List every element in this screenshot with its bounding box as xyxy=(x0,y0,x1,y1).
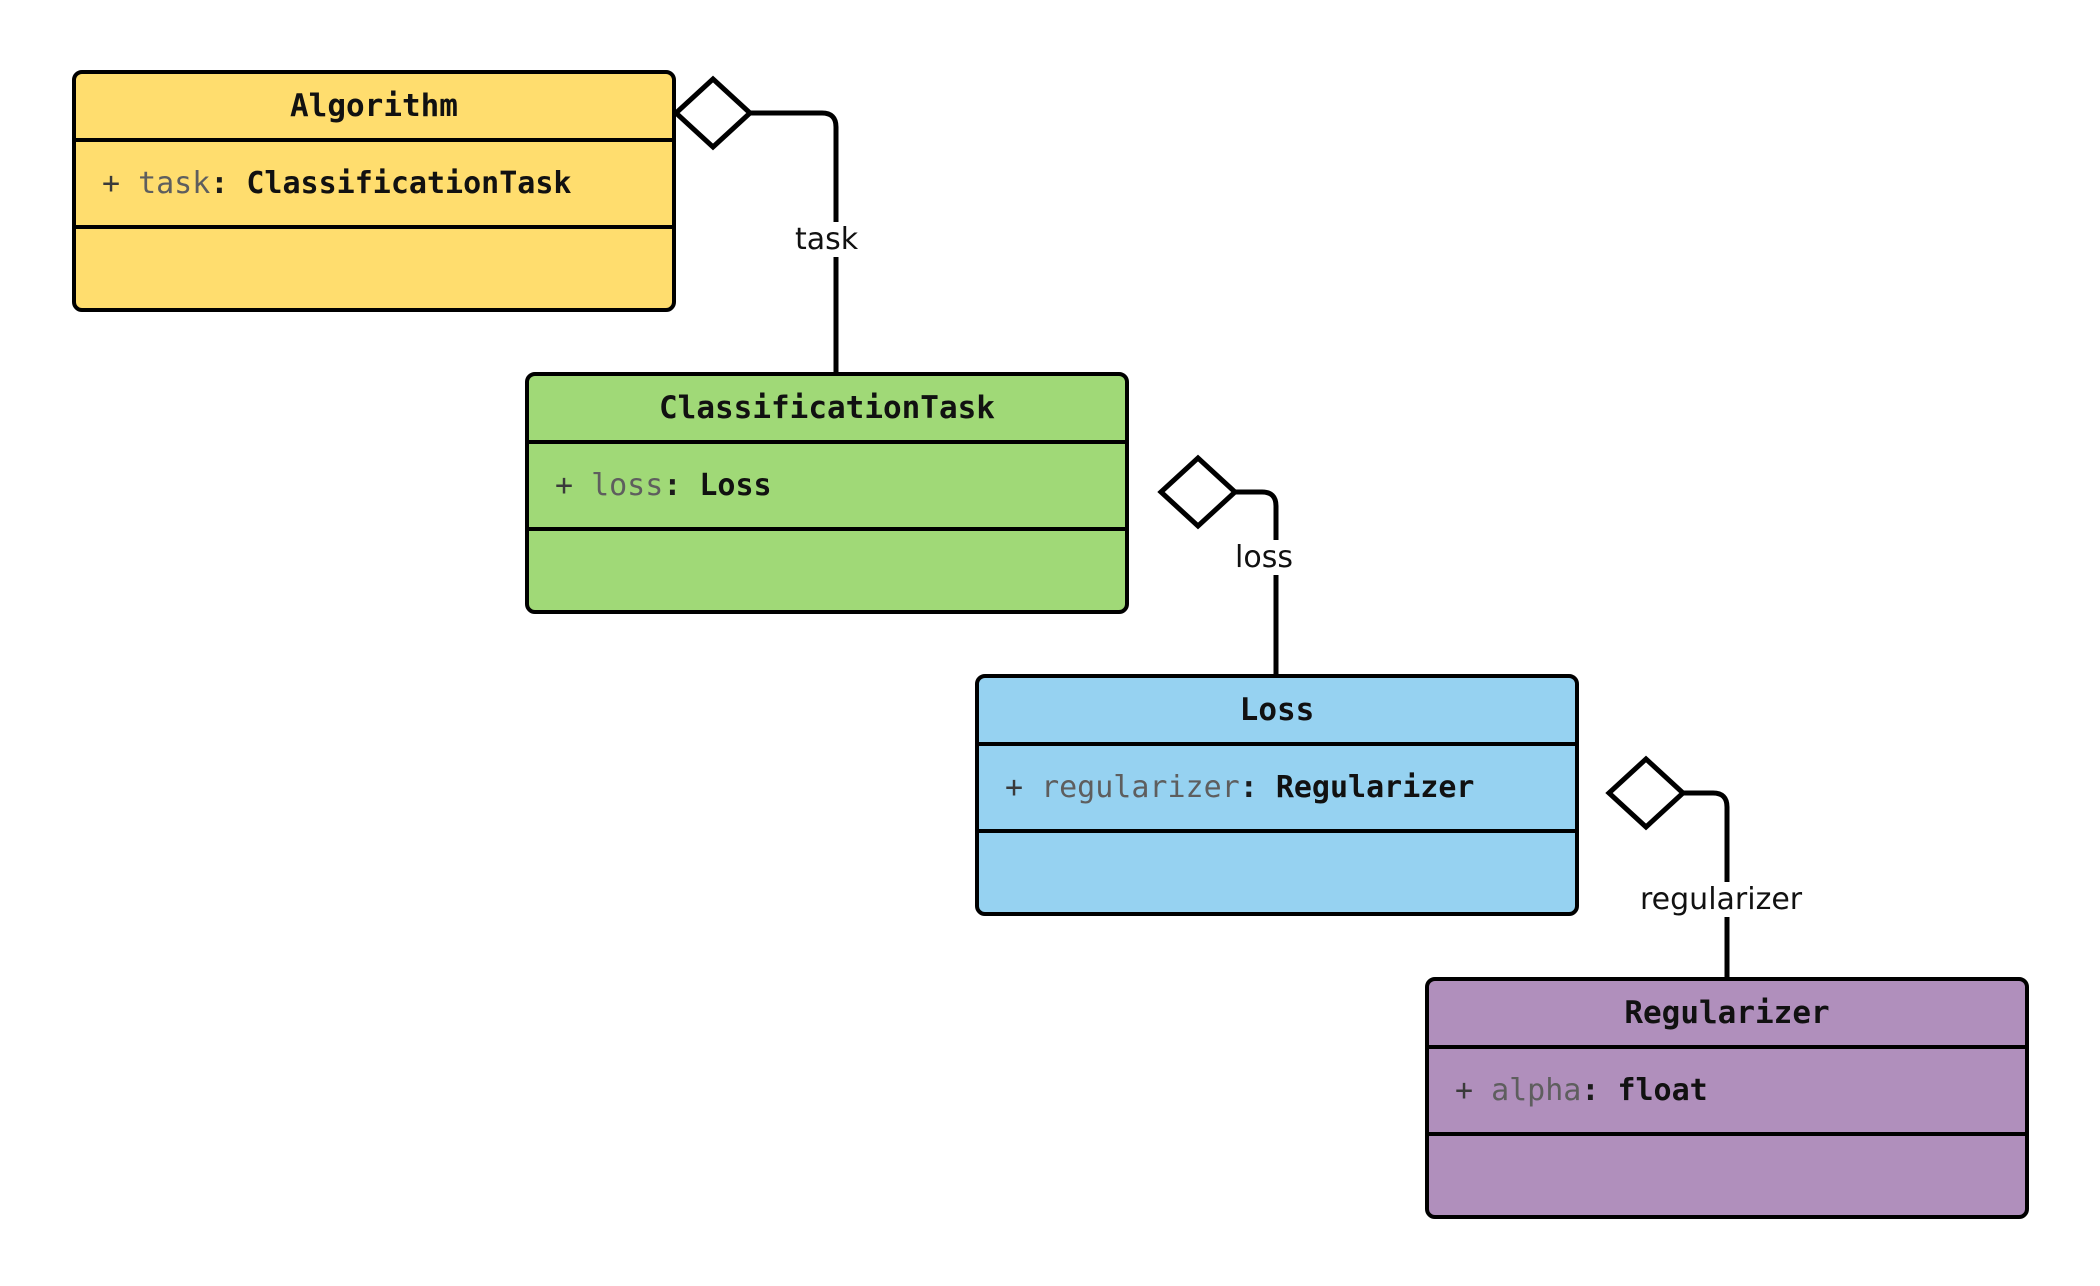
relationship-regularizer xyxy=(1605,755,1730,980)
uml-class-classificationtask[interactable]: ClassificationTask + loss : Loss xyxy=(525,372,1129,614)
attribute-name: loss xyxy=(591,468,664,503)
attribute-name: alpha xyxy=(1491,1073,1582,1108)
attribute-name: task xyxy=(138,166,211,201)
attribute-visibility: + xyxy=(555,468,574,503)
attribute-visibility: + xyxy=(1455,1073,1474,1108)
attribute-visibility: + xyxy=(1005,770,1024,805)
relationship-label-loss: loss xyxy=(1233,540,1295,575)
attribute-type: ClassificationTask xyxy=(246,166,572,201)
uml-class-loss-methods xyxy=(979,833,1575,912)
attribute-type: Regularizer xyxy=(1275,770,1475,805)
attribute-type: Loss xyxy=(699,468,772,503)
attribute-name: regularizer xyxy=(1041,770,1240,805)
attribute-type: float xyxy=(1617,1073,1708,1108)
relationship-regularizer-line xyxy=(1646,790,1730,980)
uml-class-algorithm[interactable]: Algorithm + task : ClassificationTask xyxy=(72,70,676,312)
uml-class-loss[interactable]: Loss + regularizer : Regularizer xyxy=(975,674,1579,916)
uml-class-classificationtask-name: ClassificationTask xyxy=(529,376,1125,444)
uml-class-regularizer-attribute-row: + alpha : float xyxy=(1429,1049,2025,1136)
aggregation-diamond-icon xyxy=(1157,454,1239,530)
relationship-label-regularizer: regularizer xyxy=(1638,882,1805,917)
attribute-separator: : xyxy=(1239,770,1258,805)
uml-class-regularizer-methods xyxy=(1429,1136,2025,1215)
relationship-label-task: task xyxy=(793,222,861,257)
uml-class-classificationtask-attribute-row: + loss : Loss xyxy=(529,444,1125,531)
relationship-loss xyxy=(1157,454,1279,677)
uml-class-loss-attribute-row: + regularizer : Regularizer xyxy=(979,746,1575,833)
attribute-separator: : xyxy=(1581,1073,1600,1108)
attribute-separator: : xyxy=(663,468,682,503)
aggregation-diamond-icon xyxy=(672,75,754,151)
uml-class-classificationtask-methods xyxy=(529,531,1125,610)
uml-class-loss-name: Loss xyxy=(979,678,1575,746)
uml-class-algorithm-attribute-row: + task : ClassificationTask xyxy=(76,142,672,229)
attribute-visibility: + xyxy=(102,166,121,201)
relationship-loss-line xyxy=(1198,489,1279,677)
aggregation-diamond-icon xyxy=(1605,755,1687,831)
relationship-task xyxy=(672,75,839,375)
relationship-task-line xyxy=(713,110,839,375)
uml-class-algorithm-methods xyxy=(76,229,672,308)
uml-class-regularizer[interactable]: Regularizer + alpha : float xyxy=(1425,977,2029,1219)
uml-class-algorithm-name: Algorithm xyxy=(76,74,672,142)
uml-class-regularizer-name: Regularizer xyxy=(1429,981,2025,1049)
attribute-separator: : xyxy=(210,166,229,201)
